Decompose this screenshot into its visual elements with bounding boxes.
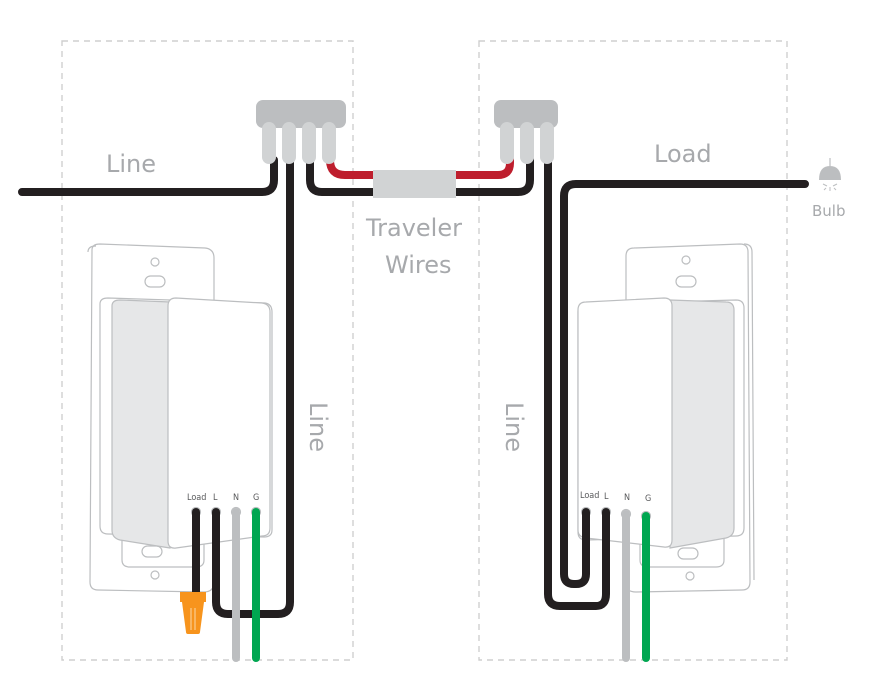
bulb-label: Bulb xyxy=(812,202,846,220)
left-switch: Load L N G xyxy=(87,243,273,593)
right-slot-bottom xyxy=(677,547,699,560)
left-wire-connector xyxy=(256,100,346,164)
right-screw-hole-bottom xyxy=(685,571,695,581)
right-wire-connector xyxy=(494,100,558,164)
right-terminal-l-label: L xyxy=(604,492,609,502)
left-slot-top xyxy=(144,275,166,288)
traveler-wires-label-line1: Traveler xyxy=(365,214,462,242)
right-terminal-n-label: N xyxy=(624,493,630,503)
right-slot-top xyxy=(675,275,697,288)
left-switch-paddle xyxy=(111,299,171,549)
right-junction-box xyxy=(478,40,788,661)
line-in-label: Line xyxy=(106,150,156,178)
right-line-wire xyxy=(544,156,610,610)
traveler-splice-sleeve xyxy=(373,170,456,198)
left-terminal-l-label: L xyxy=(213,493,218,503)
left-slot-bottom xyxy=(141,545,163,558)
right-switch: Load L N G xyxy=(577,243,755,593)
wire-nut-icon xyxy=(180,592,206,634)
traveler-wires-label-line2: Wires xyxy=(385,251,451,279)
left-screw-hole-bottom xyxy=(150,570,160,580)
right-screw-hole-top xyxy=(681,255,691,265)
traveler-red-wire xyxy=(326,156,514,179)
pendant-lamp-icon xyxy=(819,158,841,191)
left-vertical-line-label: Line xyxy=(304,402,332,452)
right-terminal-g-label: G xyxy=(645,494,651,504)
right-switch-paddle xyxy=(669,299,735,549)
left-screw-hole-top xyxy=(150,257,160,267)
load-out-wire xyxy=(560,180,809,588)
right-vertical-line-label: Line xyxy=(500,402,528,452)
load-out-label: Load xyxy=(654,140,712,168)
left-terminal-g-label: G xyxy=(253,493,259,503)
left-junction-box xyxy=(61,40,354,661)
right-terminal-load-label: Load xyxy=(580,491,599,501)
left-terminal-load-label: Load xyxy=(187,493,206,503)
left-terminal-n-label: N xyxy=(233,493,239,503)
line-in-wire xyxy=(18,156,278,196)
